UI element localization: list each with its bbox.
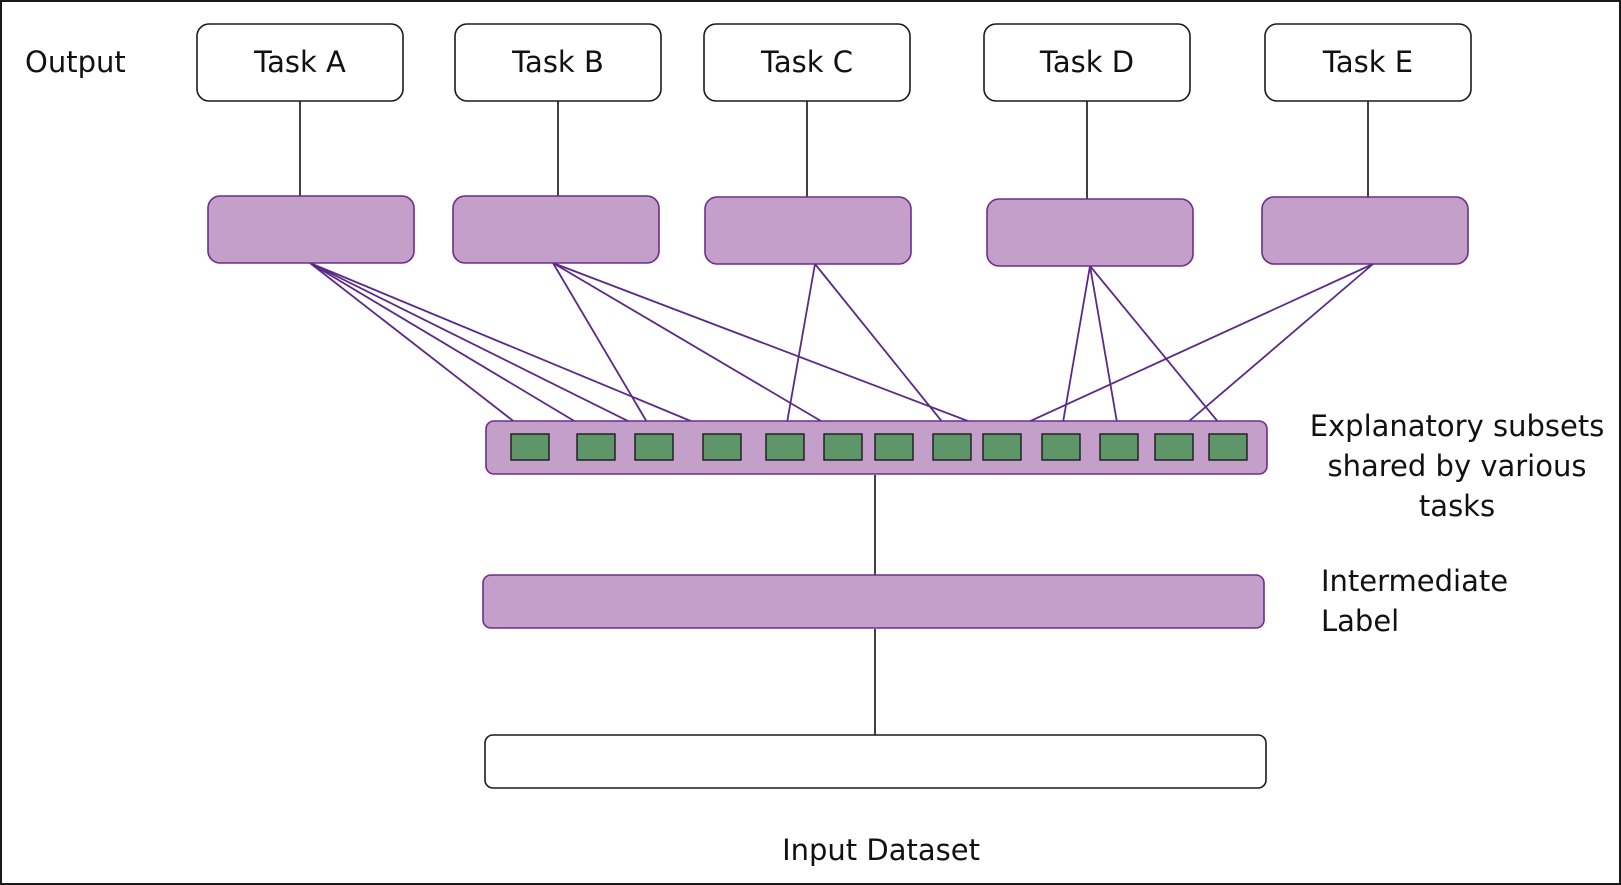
subset-edges: [309, 262, 1374, 435]
subset-edge: [784, 263, 816, 435]
subset-square: [1041, 433, 1081, 461]
subset-square: [1099, 433, 1139, 461]
task-label: Task D: [1039, 45, 1134, 79]
output-label: Output: [25, 45, 126, 79]
subset-edge: [1089, 265, 1229, 435]
task-row: Task A Task B Task C Task D Task E: [196, 23, 1472, 102]
subset-edge: [309, 262, 655, 435]
subset-square: [823, 433, 863, 461]
input-dataset-label: Input Dataset: [782, 833, 980, 867]
subset-square: [634, 433, 674, 461]
task-label: Task A: [253, 45, 346, 79]
task-head-row: [207, 195, 1469, 267]
subset-edge: [309, 262, 597, 435]
intermediate-label-bar: [482, 574, 1265, 629]
task-box-a: [196, 23, 404, 102]
task-head-box: [207, 195, 415, 264]
subset-edge: [1001, 263, 1374, 435]
subset-edge: [814, 263, 953, 435]
subset-square: [1208, 433, 1248, 461]
subset-square: [982, 433, 1022, 461]
task-head-box: [1261, 196, 1469, 265]
subset-square: [510, 433, 550, 461]
task-label: Task C: [760, 45, 853, 79]
task-connectors: [299, 101, 1369, 735]
intermediate-label-line-2: Label: [1321, 604, 1399, 638]
task-label: Task E: [1322, 45, 1413, 79]
task-head-box: [986, 198, 1194, 267]
subset-edge: [552, 262, 655, 435]
subset-edge: [1060, 265, 1091, 435]
subset-square: [932, 433, 972, 461]
subset-square: [874, 433, 914, 461]
task-box-e: [1264, 23, 1472, 102]
subset-square: [702, 433, 742, 461]
subset-edge: [552, 262, 1003, 435]
explanatory-label-line-1: Explanatory subsets: [1310, 409, 1605, 443]
subset-edge: [309, 262, 531, 435]
subset-edge: [1173, 263, 1374, 435]
task-box-d: [983, 23, 1191, 102]
intermediate-label-line-1: Intermediate: [1321, 564, 1508, 598]
subset-edge: [1089, 265, 1120, 435]
task-head-box: [452, 195, 660, 264]
task-label: Task B: [511, 45, 604, 79]
explanatory-label-line-3: tasks: [1419, 489, 1495, 523]
subset-square: [765, 433, 805, 461]
input-dataset-bar: [484, 734, 1267, 789]
subset-squares: [510, 433, 1248, 461]
explanatory-label-line-2: shared by various: [1328, 449, 1587, 483]
subset-edge: [552, 262, 844, 435]
task-box-b: [454, 23, 662, 102]
subset-square: [1154, 433, 1194, 461]
subset-edge: [309, 262, 723, 435]
task-head-box: [704, 196, 912, 265]
task-box-c: [703, 23, 911, 102]
subset-square: [576, 433, 616, 461]
